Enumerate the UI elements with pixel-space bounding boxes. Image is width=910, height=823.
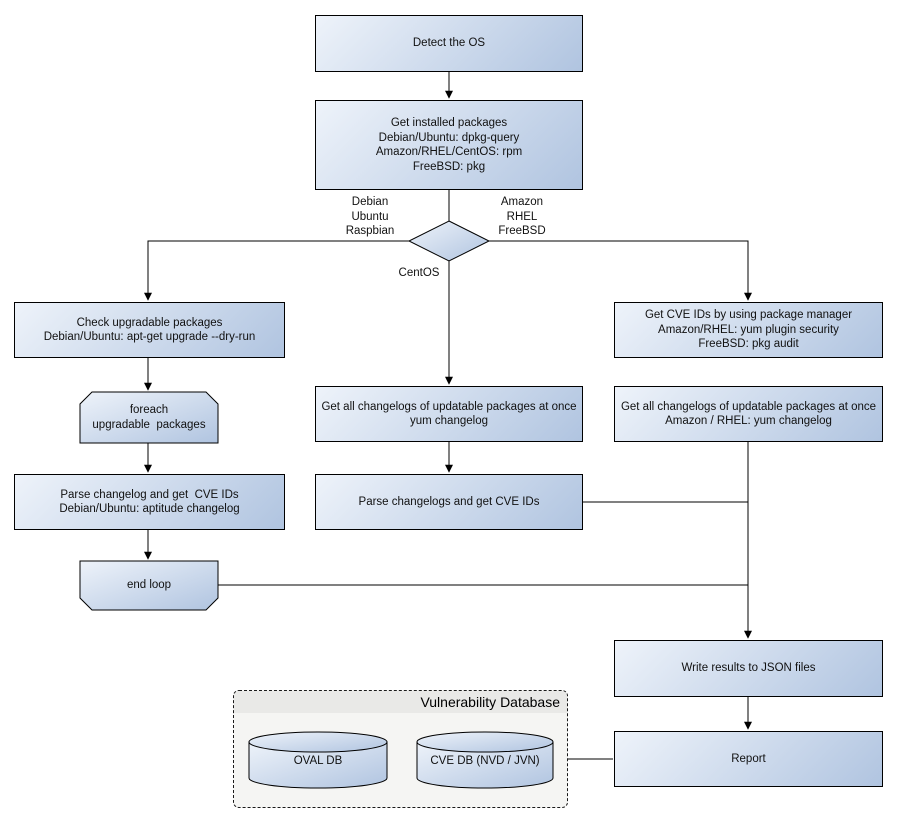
end-loop-shape	[79, 560, 219, 611]
vulnerability-database-title: Vulnerability Database	[420, 694, 560, 710]
node-get-cve-ids-pkg-manager-label: Get CVE IDs by using package manager Ama…	[644, 309, 853, 351]
foreach-loop-shape	[79, 391, 219, 444]
node-get-cve-ids-pkg-manager: Get CVE IDs by using package manager Ama…	[614, 302, 883, 358]
branch-label-centos: CentOS	[377, 266, 461, 281]
node-report-label: Report	[731, 752, 766, 765]
node-get-changelogs-amazon-label: Get all changelogs of updatable packages…	[620, 400, 877, 428]
oval-db-label-box: OVAL DB	[248, 742, 388, 780]
node-parse-changelogs-centos: Parse changelogs and get CVE IDs	[315, 474, 583, 530]
edge-decision-left	[144, 240, 409, 301]
node-detect-os: Detect the OS	[315, 15, 583, 72]
node-get-changelogs-centos-label: Get all changelogs of updatable packages…	[321, 400, 577, 428]
foreach-loop-label: foreach upgradable packages	[92, 404, 206, 431]
end-loop-label-box: end loop	[70, 561, 228, 610]
end-loop-label: end loop	[126, 579, 172, 592]
node-get-changelogs-amazon: Get all changelogs of updatable packages…	[614, 386, 883, 442]
cylinder-cve-db	[416, 731, 554, 789]
node-get-installed-packages: Get installed packages Debian/Ubuntu: dp…	[315, 100, 583, 190]
cve-db-label-box: CVE DB (NVD / JVN)	[413, 742, 557, 780]
branch-label-amazon: Amazon RHEL FreeBSD	[472, 195, 572, 239]
branch-label-debian-text: Debian Ubuntu Raspbian	[345, 196, 395, 238]
node-parse-changelog-debian-label: Parse changelog and get CVE IDs Debian/U…	[59, 488, 240, 516]
node-parse-changelogs-centos-label: Parse changelogs and get CVE IDs	[358, 495, 540, 508]
node-check-upgradable-label: Check upgradable packages Debian/Ubuntu:…	[43, 316, 256, 344]
branch-label-centos-text: CentOS	[398, 267, 440, 280]
branch-label-amazon-text: Amazon RHEL FreeBSD	[498, 196, 546, 238]
node-check-upgradable-packages: Check upgradable packages Debian/Ubuntu:…	[14, 302, 285, 358]
node-parse-changelog-debian: Parse changelog and get CVE IDs Debian/U…	[14, 474, 285, 530]
node-get-installed-packages-label: Get installed packages Debian/Ubuntu: dp…	[375, 117, 523, 173]
node-write-results: Write results to JSON files	[614, 640, 883, 697]
cve-db-label: CVE DB (NVD / JVN)	[430, 754, 540, 767]
foreach-loop-label-box: foreach upgradable packages	[70, 392, 228, 443]
oval-db-label: OVAL DB	[293, 754, 343, 767]
vulnerability-database-header: Vulnerability Database	[234, 691, 567, 713]
node-detect-os-label: Detect the OS	[412, 37, 486, 50]
decision-diamond	[407, 220, 491, 262]
node-report: Report	[614, 731, 883, 787]
edge-decision-right	[489, 240, 752, 301]
branch-label-debian: Debian Ubuntu Raspbian	[320, 195, 420, 239]
node-get-changelogs-centos: Get all changelogs of updatable packages…	[315, 386, 583, 442]
node-write-results-label: Write results to JSON files	[681, 662, 816, 675]
connectors	[144, 72, 752, 760]
cylinder-oval-db	[248, 731, 388, 789]
